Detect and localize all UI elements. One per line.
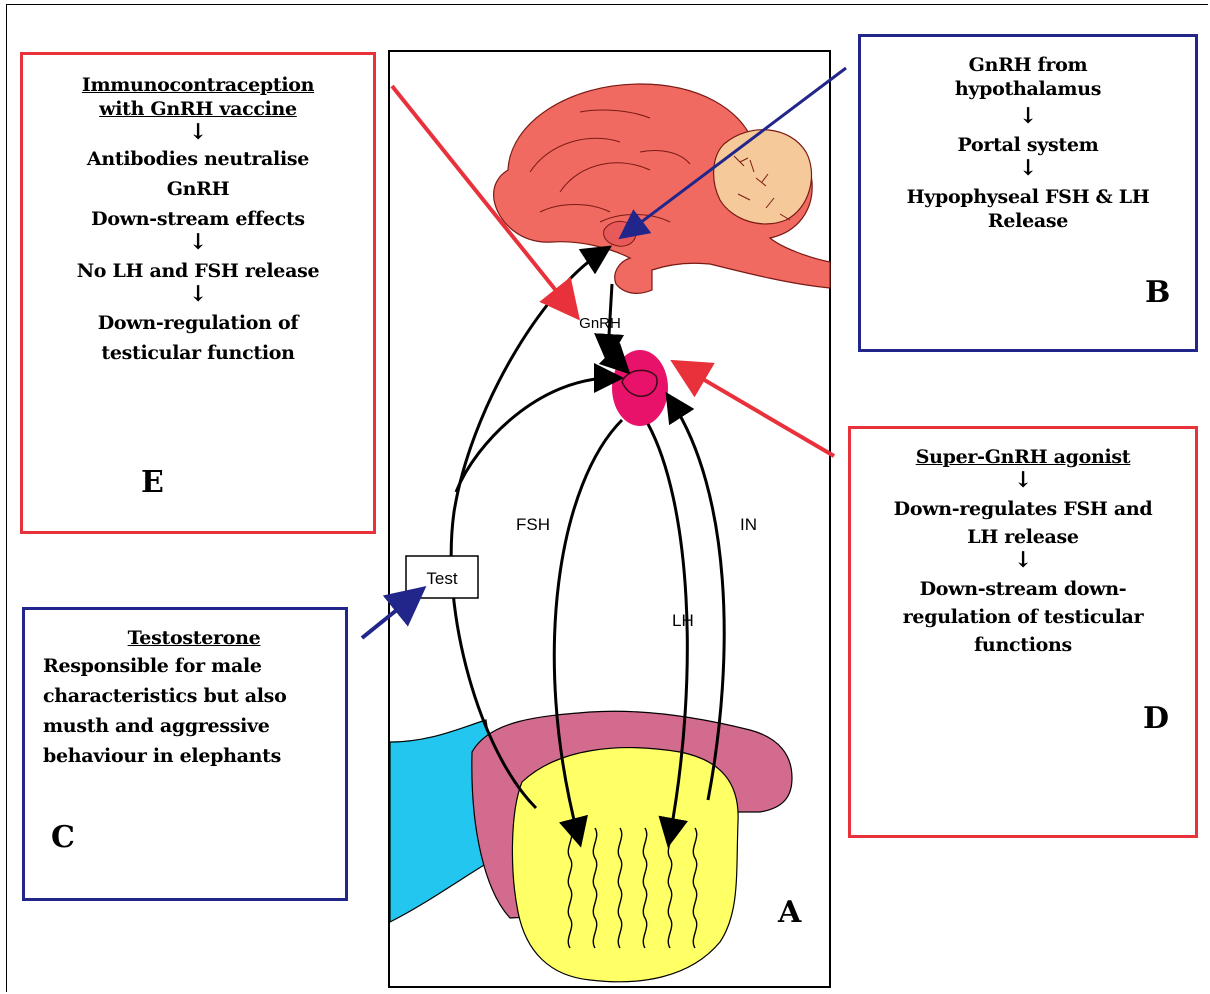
box-b-line1: GnRH from xyxy=(861,53,1195,77)
box-d-line5: functions xyxy=(851,633,1195,657)
box-e-immunocontraception: Immunocontraception with GnRH vaccine ↓ … xyxy=(20,52,376,534)
box-b-gnrh-pathway: GnRH from hypothalamus ↓ Portal system ↓… xyxy=(858,34,1198,352)
brain-illustration xyxy=(494,84,830,293)
box-d-title: Super-GnRH agonist xyxy=(851,445,1195,469)
label-lh: LH xyxy=(672,611,694,630)
box-b-letter: B xyxy=(1145,275,1170,310)
box-c-line1: Responsible for male xyxy=(43,654,345,678)
anatomy-diagram: GnRH FSH LH IN Test A xyxy=(390,52,833,990)
testis-illustration xyxy=(390,711,792,982)
box-e-line3: Down-stream effects xyxy=(23,207,373,231)
box-b-line2: hypothalamus xyxy=(861,77,1195,101)
box-d-line3: Down-stream down- xyxy=(851,577,1195,601)
box-e-line2: GnRH xyxy=(23,177,373,201)
box-d-line2: LH release xyxy=(851,525,1195,549)
down-arrow-icon: ↓ xyxy=(23,231,373,253)
box-c-line2: characteristics but also xyxy=(43,684,345,708)
box-c-testosterone: Testosterone Responsible for male charac… xyxy=(22,607,348,901)
down-arrow-icon: ↓ xyxy=(861,157,1195,179)
cerebellum xyxy=(714,130,812,224)
box-c-line4: behaviour in elephants xyxy=(43,744,345,768)
label-fsh: FSH xyxy=(516,515,550,534)
box-b-line4: Hypophyseal FSH & LH xyxy=(861,185,1195,209)
down-arrow-icon: ↓ xyxy=(23,283,373,305)
box-d-letter: D xyxy=(1143,701,1169,736)
box-e-title-line1: Immunocontraception xyxy=(23,73,373,97)
box-b-line3: Portal system xyxy=(861,133,1195,157)
box-e-line5: Down-regulation of xyxy=(23,311,373,335)
box-e-line1: Antibodies neutralise xyxy=(23,147,373,171)
box-c-letter: C xyxy=(51,820,75,855)
box-b-line5: Release xyxy=(861,209,1195,233)
arrow-testosterone-to-pituitary xyxy=(456,378,612,492)
box-d-line4: regulation of testicular xyxy=(851,605,1195,629)
box-d-line1: Down-regulates FSH and xyxy=(851,497,1195,521)
box-c-line3: musth and aggressive xyxy=(43,714,345,738)
down-arrow-icon: ↓ xyxy=(861,105,1195,127)
box-e-letter: E xyxy=(141,465,164,500)
down-arrow-icon: ↓ xyxy=(851,549,1195,571)
label-gnrh: GnRH xyxy=(579,315,621,332)
pituitary-gland xyxy=(612,350,668,426)
box-e-title-line2: with GnRH vaccine xyxy=(23,97,373,121)
box-d-super-gnrh-agonist: Super-GnRH agonist ↓ Down-regulates FSH … xyxy=(848,426,1198,838)
down-arrow-icon: ↓ xyxy=(851,469,1195,491)
box-e-line4: No LH and FSH release xyxy=(23,259,373,283)
label-test: Test xyxy=(426,569,457,588)
down-arrow-icon: ↓ xyxy=(23,121,373,143)
box-c-title: Testosterone xyxy=(43,626,345,650)
arrow-gnrh-to-pituitary xyxy=(608,352,622,366)
panel-a-anatomy: GnRH FSH LH IN Test A xyxy=(388,50,831,988)
panel-a-letter: A xyxy=(777,895,802,930)
box-e-line6: testicular function xyxy=(23,341,373,365)
label-in: IN xyxy=(740,515,757,534)
